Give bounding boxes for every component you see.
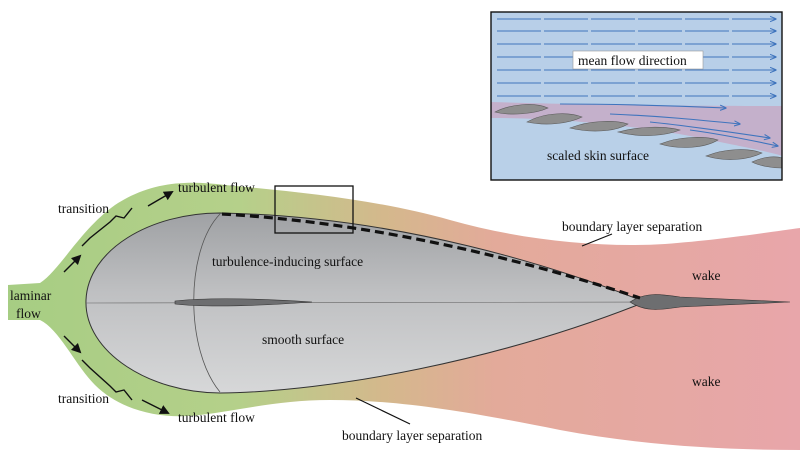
arrow-laminar-top xyxy=(63,254,82,273)
label-wake-top: wake xyxy=(692,268,720,283)
inset-flow-arrows xyxy=(497,19,778,146)
arrow-turbulent-top xyxy=(147,191,174,207)
tail-fin xyxy=(629,294,791,310)
inset-flow-label: mean flow direction xyxy=(578,53,687,68)
label-wake-bottom: wake xyxy=(692,374,720,389)
label-laminar: laminar xyxy=(10,288,52,303)
label-turbulent-top: turbulent flow xyxy=(178,180,255,195)
turbulence-surface-dashed xyxy=(221,212,641,300)
inset-skin-label: scaled skin surface xyxy=(547,148,649,163)
label-separation-bottom: boundary layer separation xyxy=(342,428,482,443)
label-smooth-surface: smooth surface xyxy=(262,332,344,347)
leader-separation-top xyxy=(581,233,613,247)
inset-skin xyxy=(491,118,782,180)
inset-flow-label-bg xyxy=(572,50,704,70)
arrow-turbulent-bottom xyxy=(141,399,170,414)
detail-box xyxy=(274,185,354,234)
transition-bracket-bottom xyxy=(81,359,133,401)
inset-border xyxy=(490,11,783,181)
inset-denticles xyxy=(494,104,782,169)
label-transition-bottom: transition xyxy=(58,391,109,406)
label-separation-top: boundary layer separation xyxy=(562,219,702,234)
inner-fin xyxy=(174,298,313,307)
label-turbulent-bottom: turbulent flow xyxy=(178,410,255,425)
label-turbulence-surface: turbulence-inducing surface xyxy=(212,254,363,269)
inset-panel: mean flow direction scaled skin surface xyxy=(490,11,783,181)
label-transition-top: transition xyxy=(58,201,109,216)
arrow-laminar-bottom xyxy=(63,335,82,354)
transition-bracket-top xyxy=(81,207,133,247)
label-flow: flow xyxy=(16,306,41,321)
leader-separation-bottom xyxy=(355,397,411,425)
